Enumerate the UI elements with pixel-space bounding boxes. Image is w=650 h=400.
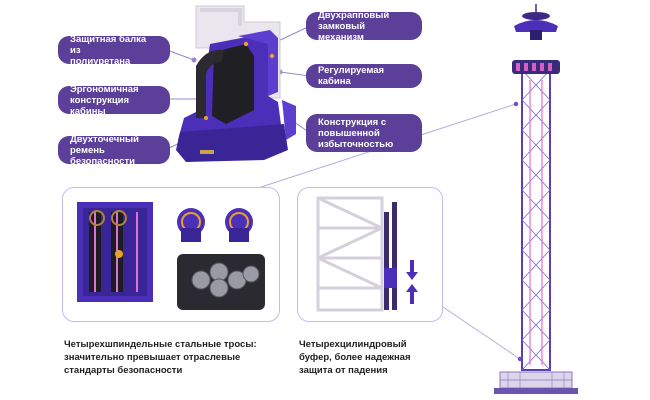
cables-caption: Четырехшпиндельные стальные тросы: значи… bbox=[64, 339, 257, 376]
buffer-illustration bbox=[316, 196, 418, 312]
buffer-panel bbox=[297, 187, 443, 322]
label-adjustable-cabin: Регулируемая кабина bbox=[306, 64, 422, 88]
label-redundancy: Конструкция с повышенной избыточностью bbox=[306, 114, 422, 152]
label-pu-bar: Защитная балка из полиуретана bbox=[58, 34, 170, 67]
label-two-point-belt: Двухточечный ремень безопасности bbox=[58, 134, 170, 167]
drop-tower bbox=[494, 4, 578, 394]
seat-illustration bbox=[176, 5, 296, 162]
label-ratchet-lock: Двухрапповый замковый механизм bbox=[306, 10, 422, 43]
cable-panel bbox=[62, 187, 280, 322]
buffer-caption: Четырехцилиндровый буфер, более надежная… bbox=[299, 339, 411, 376]
label-ergonomic-cabin: Эргономичная конструкция кабины bbox=[58, 84, 170, 117]
cable-illustration bbox=[77, 202, 265, 310]
